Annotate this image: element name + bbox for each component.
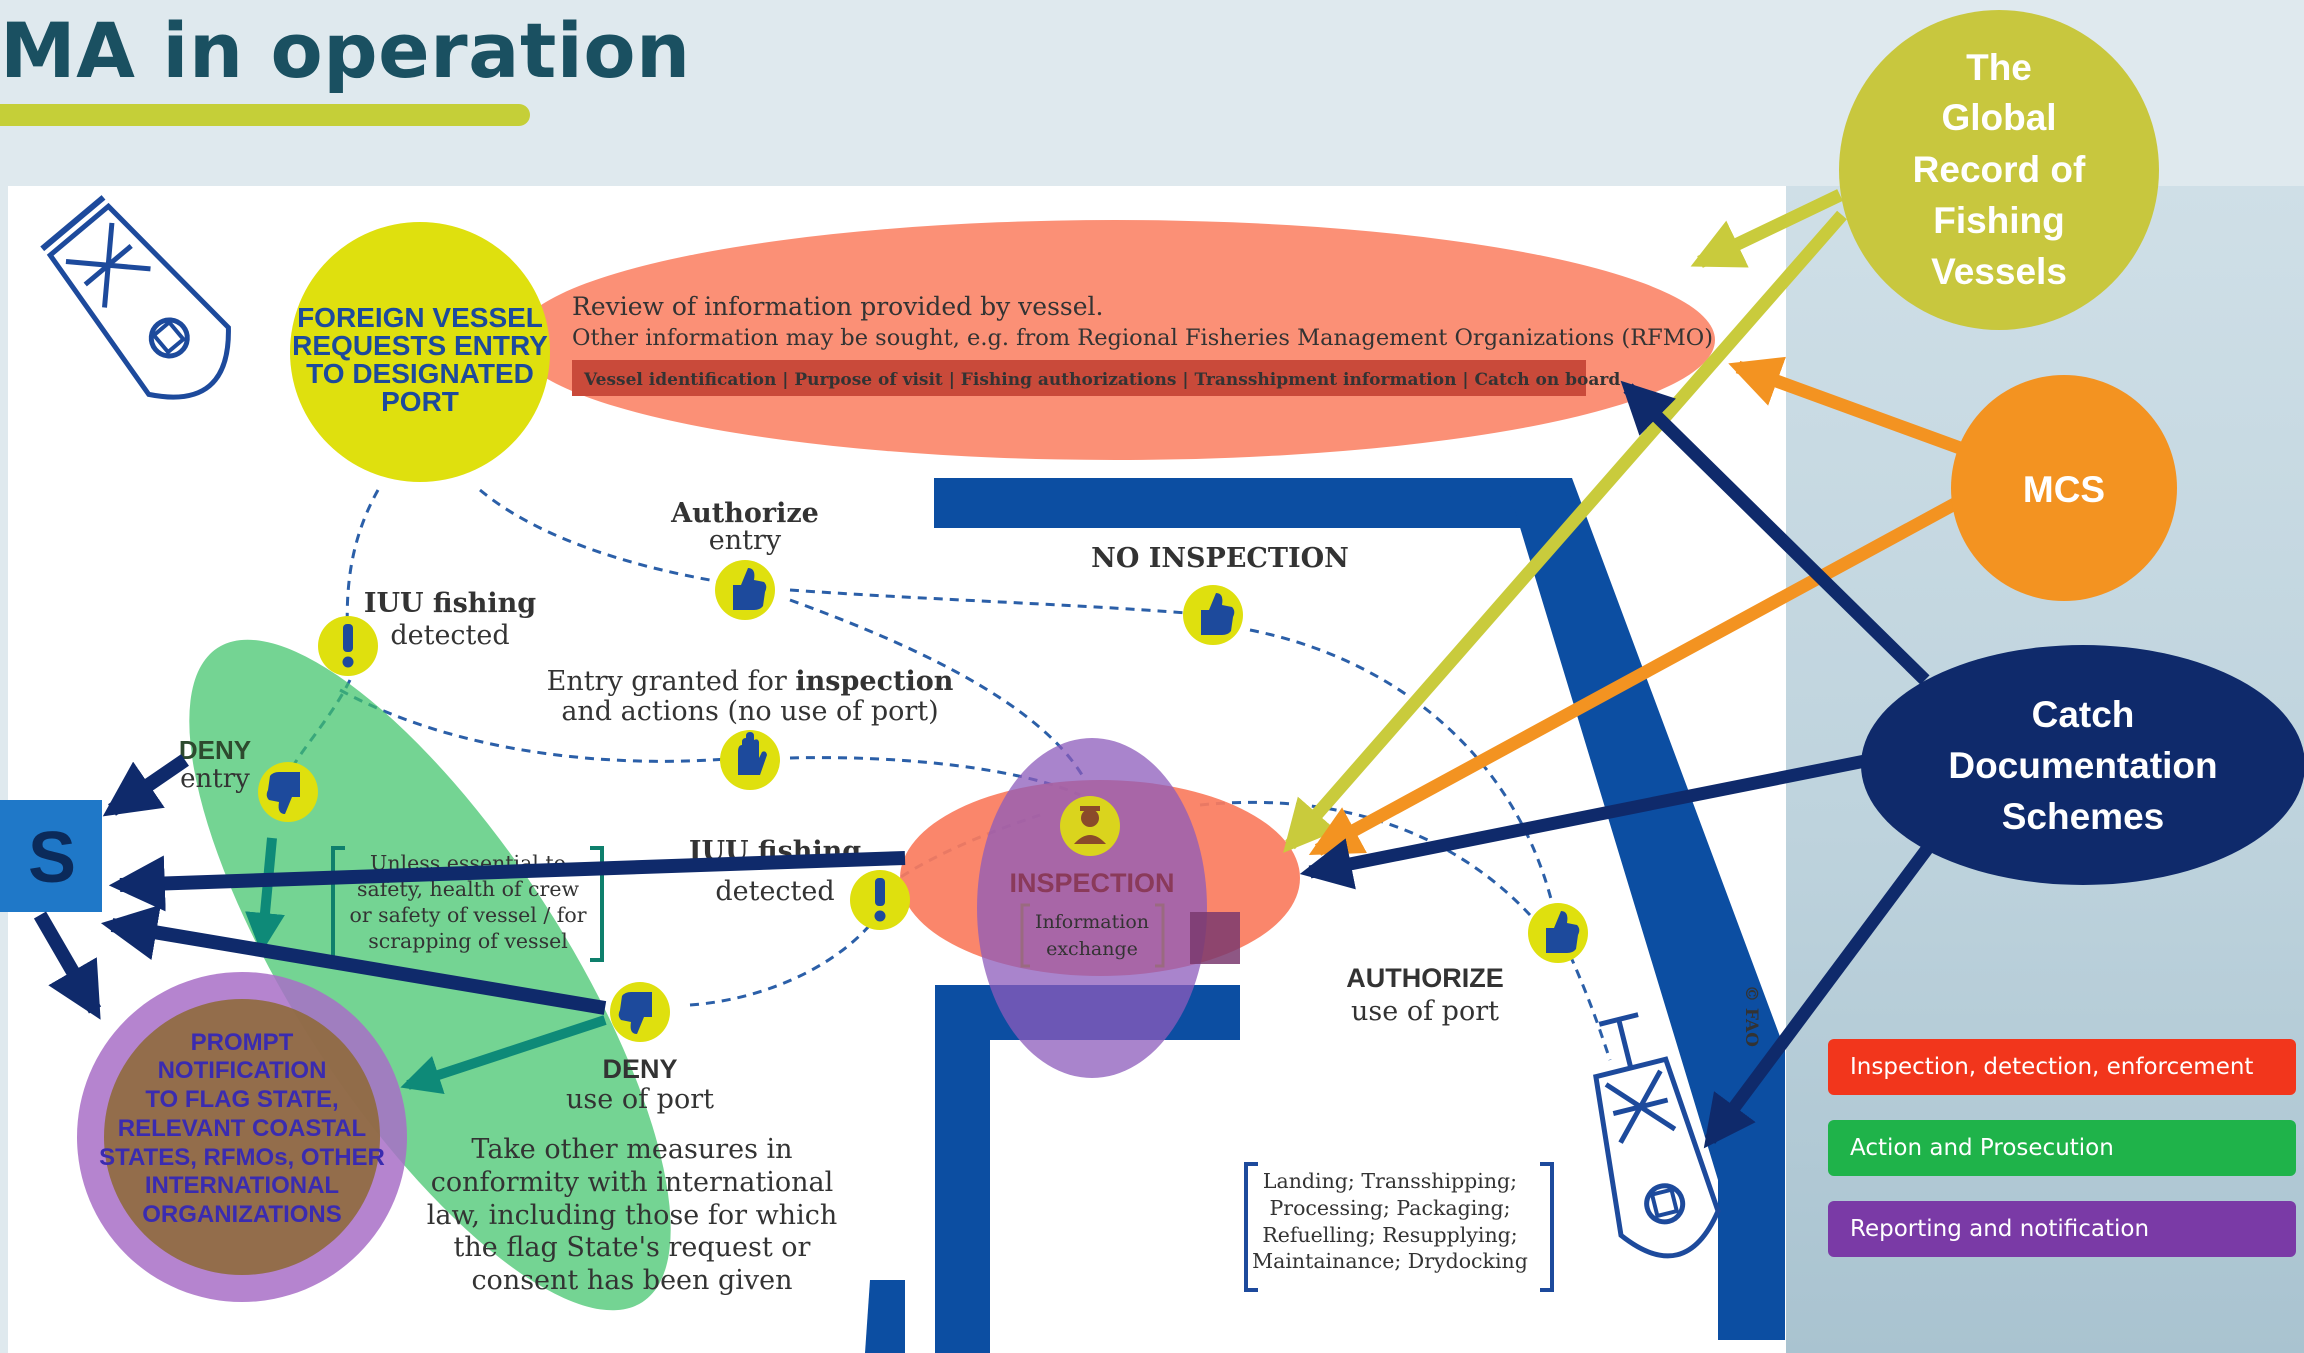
svg-text:Refuelling; Resupplying;: Refuelling; Resupplying; <box>1262 1223 1517 1247</box>
legend-item-inspection: Inspection, detection, enforcement <box>1828 1039 2296 1095</box>
review-line-1: Review of information provided by vessel… <box>572 292 1104 321</box>
deny-entry-normal: entry <box>180 764 250 794</box>
reporting-overlay-inspection <box>977 738 1207 1078</box>
flag-state-box <box>0 800 102 912</box>
deny-entry-bold: DENY <box>179 735 251 765</box>
svg-text:REQUESTS ENTRY: REQUESTS ENTRY <box>292 330 548 361</box>
review-ellipse <box>515 220 1715 460</box>
svg-text:consent has been given: consent has been given <box>471 1265 792 1296</box>
title-underline <box>0 104 530 126</box>
port-uses-text: Landing; Transshipping; Processing; Pack… <box>1252 1169 1528 1273</box>
inspection-label: INSPECTION <box>1009 868 1174 898</box>
iuu-top-bold: IUU fishing <box>364 588 536 619</box>
notification-inner <box>104 999 380 1275</box>
svg-text:scrapping of vessel: scrapping of vessel <box>368 929 568 953</box>
authorize-port-bold: AUTHORIZE <box>1346 963 1504 993</box>
request-text: FOREIGN VESSEL REQUESTS ENTRY TO DESIGNA… <box>292 302 548 417</box>
source-arrows <box>1283 189 1966 1149</box>
fao-credit: © FAO <box>1741 985 1761 1047</box>
svg-text:Entry granted for inspection: Entry granted for inspection <box>547 666 954 697</box>
thumbs-down-icon <box>258 762 318 822</box>
iuu-top-normal: detected <box>390 620 509 651</box>
request-circle <box>290 222 550 482</box>
svg-text:The: The <box>1966 47 2032 88</box>
authorize-port-normal: use of port <box>1351 996 1499 1027</box>
svg-text:Record of: Record of <box>1913 149 2086 190</box>
alert-icon <box>850 870 910 930</box>
entry-granted-text: Entry granted for inspection and actions… <box>547 666 954 727</box>
deny-port-normal: use of port <box>566 1084 714 1115</box>
thumbs-up-icon <box>715 560 775 620</box>
svg-text:PROMPT: PROMPT <box>191 1029 294 1056</box>
thumbs-down-icon <box>610 982 670 1042</box>
green-arrow-down <box>245 837 285 953</box>
thumbs-up-icon <box>1528 903 1588 963</box>
svg-text:NOTIFICATION: NOTIFICATION <box>158 1057 327 1084</box>
deny-port-bold: DENY <box>602 1054 677 1084</box>
bracket-left <box>1244 1162 1258 1292</box>
no-inspection-label: NO INSPECTION <box>1091 543 1349 574</box>
svg-text:Fishing: Fishing <box>1933 200 2065 241</box>
review-line-2: Other information may be sought, e.g. fr… <box>572 325 1713 351</box>
svg-text:STATES, RFMOs, OTHER: STATES, RFMOs, OTHER <box>99 1144 385 1171</box>
legend-item-action: Action and Prosecution <box>1828 1120 2296 1176</box>
legend-item-reporting: Reporting and notification <box>1828 1201 2296 1257</box>
svg-text:Take other measures in: Take other measures in <box>471 1134 792 1165</box>
svg-text:INTERNATIONAL: INTERNATIONAL <box>145 1172 339 1199</box>
green-arrow-left <box>400 1015 607 1094</box>
iuu-mid-normal: detected <box>715 876 834 907</box>
svg-text:TO FLAG STATE,: TO FLAG STATE, <box>145 1086 338 1113</box>
notification-text: PROMPT NOTIFICATION TO FLAG STATE, RELEV… <box>99 1029 385 1228</box>
ship-icon-bottom <box>1593 1012 1721 1259</box>
svg-text:RELEVANT COASTAL: RELEVANT COASTAL <box>118 1115 366 1142</box>
svg-text:Schemes: Schemes <box>2002 796 2165 837</box>
svg-text:TO DESIGNATED: TO DESIGNATED <box>306 358 534 389</box>
svg-text:conformity with international: conformity with international <box>431 1167 834 1198</box>
svg-text:or safety of vessel / for: or safety of vessel / for <box>349 903 586 927</box>
svg-text:PORT: PORT <box>381 386 459 417</box>
inspection-sub-1: Information <box>1035 911 1149 933</box>
inspection-sub-2: exchange <box>1046 938 1138 960</box>
flag-state-box-letter: S <box>28 818 76 898</box>
svg-text:law, including those for which: law, including those for which <box>427 1200 837 1231</box>
svg-text:ORGANIZATIONS: ORGANIZATIONS <box>142 1201 342 1228</box>
review-strip-text: Vessel identification | Purpose of visit… <box>583 370 1620 390</box>
svg-text:Global: Global <box>1941 97 2056 138</box>
mcs-label: MCS <box>2023 469 2105 510</box>
cds-text: Catch Documentation Schemes <box>1948 694 2217 837</box>
slide-title: MA in operation <box>0 6 691 95</box>
global-record-text: The Global Record of Fishing Vessels <box>1913 47 2086 292</box>
svg-text:the flag State's request or: the flag State's request or <box>454 1232 811 1263</box>
alert-icon <box>318 616 378 676</box>
inspector-icon <box>1060 796 1120 856</box>
review-strip <box>572 360 1586 396</box>
stop-hand-icon <box>720 730 780 790</box>
reporting-arrows <box>33 754 906 1020</box>
other-measures-text: Take other measures in conformity with i… <box>427 1134 837 1296</box>
inspection-square <box>1190 912 1240 964</box>
svg-text:Landing; Transshipping;: Landing; Transshipping; <box>1263 1169 1517 1193</box>
svg-text:and actions (no use of port): and actions (no use of port) <box>561 696 938 727</box>
mcs-circle <box>1951 375 2177 601</box>
global-record-circle <box>1839 10 2159 330</box>
bracket-right <box>1540 1162 1554 1292</box>
bracket-right <box>590 846 604 962</box>
cds-ellipse <box>1861 645 2304 885</box>
authorize-entry-normal: entry <box>709 525 782 556</box>
bracket-right <box>1155 903 1165 968</box>
thumbs-up-icon <box>1183 585 1243 645</box>
bracket-left <box>1020 903 1030 968</box>
svg-text:Vessels: Vessels <box>1931 251 2067 292</box>
svg-text:Catch: Catch <box>2032 694 2135 735</box>
authorize-entry-bold: Authorize <box>670 498 819 529</box>
svg-text:Processing; Packaging;: Processing; Packaging; <box>1269 1196 1510 1220</box>
svg-text:FOREIGN VESSEL: FOREIGN VESSEL <box>297 302 543 333</box>
svg-text:Documentation: Documentation <box>1948 745 2217 786</box>
svg-text:Maintainance; Drydocking: Maintainance; Drydocking <box>1252 1249 1528 1273</box>
ship-icon-top <box>40 195 231 400</box>
